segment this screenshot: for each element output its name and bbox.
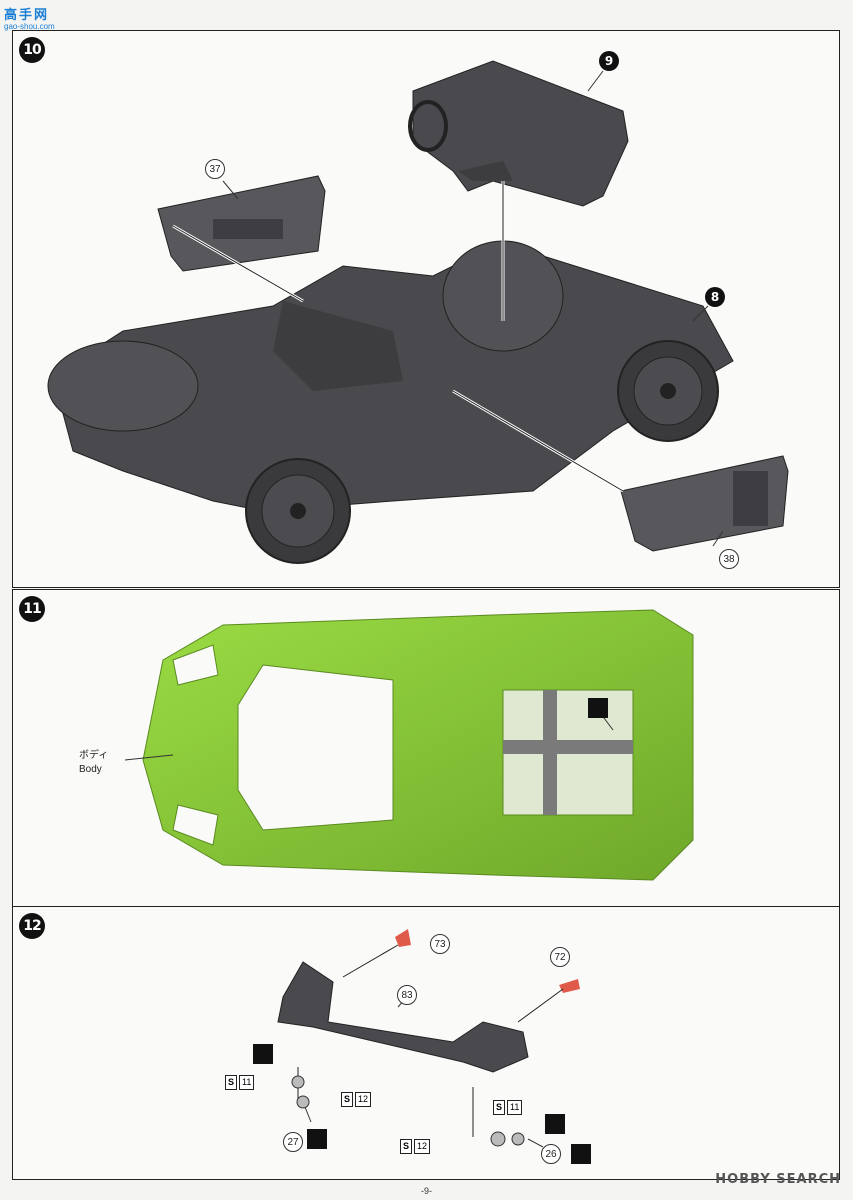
paint-icon — [571, 1144, 591, 1164]
brand-watermark: HOBBY SEARCH — [715, 1172, 841, 1187]
watermark-url: gao-shou.com — [4, 22, 55, 31]
step-12-panel: 12 73 72 83 27 26 S 11 S 12 S 11 S 12 — [12, 906, 840, 1180]
paint-ref-3: S 11 — [493, 1100, 523, 1115]
body-label-jp: ボディ — [79, 750, 109, 761]
paint-icon — [253, 1044, 273, 1064]
paint-ref-2: S 12 — [341, 1092, 372, 1107]
part-73-label: 73 — [430, 934, 450, 954]
part-37-label: 37 — [205, 159, 225, 179]
part-8-label: 8 — [705, 287, 725, 307]
paint-icon — [307, 1129, 327, 1149]
part-38-label: 38 — [719, 549, 739, 569]
paint-icon — [588, 698, 608, 718]
paint-ref-1: S 11 — [225, 1075, 255, 1090]
body-label-en: Body — [79, 764, 102, 775]
step-10-panel: 10 9 37 — [12, 30, 840, 588]
page-number: -9- — [421, 1186, 432, 1196]
part-72-label: 72 — [550, 947, 570, 967]
part-9-label: 9 — [599, 51, 619, 71]
step-11-panel: 11 ボディ Body — [12, 589, 840, 907]
paint-icon — [545, 1114, 565, 1134]
step-10-badge: 10 — [19, 37, 45, 63]
watermark-logo: 高手网 — [4, 8, 50, 23]
chassis-illustration — [47, 60, 789, 564]
part-26-label: 26 — [541, 1144, 561, 1164]
paint-ref-4: S 12 — [400, 1139, 431, 1154]
step-12-badge: 12 — [19, 913, 45, 939]
body-illustration — [124, 609, 694, 881]
part-27-label: 27 — [283, 1132, 303, 1152]
part-83-label: 83 — [397, 985, 417, 1005]
step-11-badge: 11 — [19, 596, 45, 622]
